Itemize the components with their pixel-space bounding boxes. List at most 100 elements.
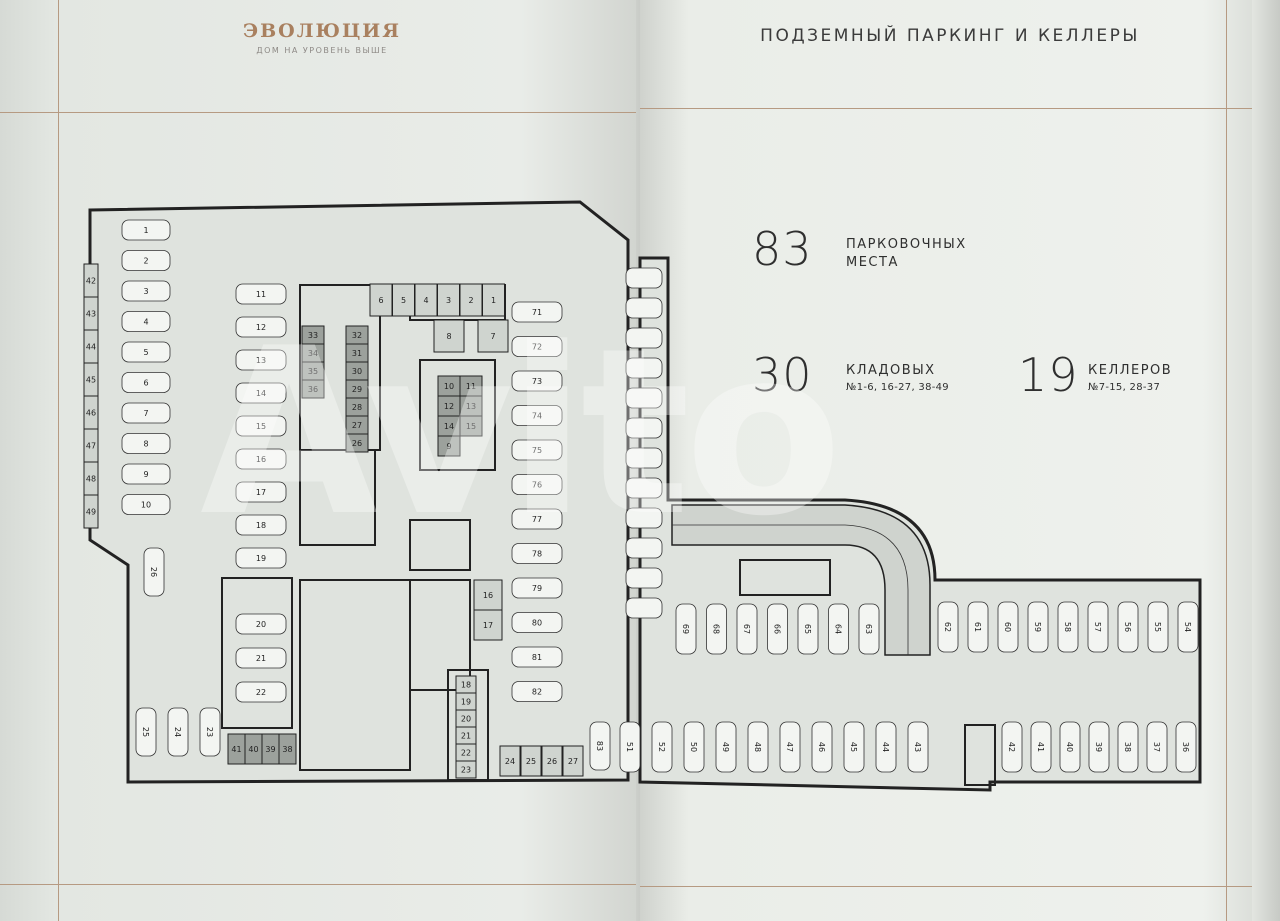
parking-spot-80: 80	[511, 612, 563, 633]
svg-text:41: 41	[231, 745, 241, 754]
svg-text:3: 3	[143, 287, 148, 296]
svg-text:76: 76	[532, 481, 542, 490]
stat-parking: 83 ПАРКОВОЧНЫХ МЕСТА	[752, 222, 965, 276]
svg-text:46: 46	[86, 409, 96, 418]
right-bottom-rule	[640, 886, 1252, 887]
svg-text:62: 62	[943, 622, 952, 632]
svg-text:10: 10	[444, 382, 454, 391]
cellar-33: 33	[301, 325, 325, 345]
svg-text:49: 49	[86, 508, 96, 517]
svg-text:23: 23	[205, 727, 214, 737]
parking-spot-51: 51	[619, 721, 641, 773]
parking-spot-17: 17	[235, 481, 287, 503]
storage-cell-43: 43	[83, 296, 99, 331]
stat-storage-detail: №1-6, 16-27, 38-49	[846, 382, 949, 393]
svg-text:42: 42	[1007, 742, 1016, 752]
svg-text:2: 2	[468, 296, 473, 305]
svg-text:69: 69	[681, 624, 690, 634]
storage-cell-20: 20	[455, 709, 477, 728]
parking-spot-25: 25	[135, 707, 157, 757]
svg-text:22: 22	[461, 749, 471, 758]
cellar-11: 11	[459, 375, 483, 397]
parking-spot-19: 19	[235, 547, 287, 569]
svg-text:4: 4	[423, 296, 428, 305]
brand-logo: ЭВОЛЮЦИЯ	[242, 20, 402, 42]
parking-spot-38: 38	[1117, 721, 1139, 773]
parking-spot-45: 45	[843, 721, 865, 773]
svg-text:22: 22	[256, 688, 266, 697]
storage-cell-6: 6	[369, 283, 393, 317]
svg-text:5: 5	[401, 296, 406, 305]
storage-cell-16: 16	[473, 579, 503, 611]
parking-spot-edge	[625, 597, 663, 619]
svg-text:46: 46	[817, 742, 826, 752]
svg-text:21: 21	[461, 732, 471, 741]
parking-spot-83: 83	[589, 721, 611, 771]
parking-spot-68: 68	[706, 603, 727, 655]
stat-parking-label-2: МЕСТА	[846, 255, 899, 270]
parking-spot-8: 8	[121, 433, 171, 454]
svg-text:40: 40	[248, 745, 258, 754]
storage-cell-7: 7	[477, 319, 509, 353]
svg-text:8: 8	[143, 440, 148, 449]
svg-text:47: 47	[785, 742, 794, 752]
parking-spot-23: 23	[199, 707, 221, 757]
parking-spot-73: 73	[511, 370, 563, 392]
storage-cell-48: 48	[83, 461, 99, 496]
svg-text:19: 19	[256, 554, 266, 563]
cellar-34: 34	[301, 343, 325, 363]
stat-parking-label-1: ПАРКОВОЧНЫХ	[846, 237, 967, 252]
page-title: ПОДЗЕМНЫЙ ПАРКИНГ И КЕЛЛЕРЫ	[760, 26, 1140, 46]
svg-text:9: 9	[143, 470, 148, 479]
svg-text:78: 78	[532, 550, 542, 559]
cellar-36: 36	[301, 379, 325, 399]
stat-parking-number: 83	[752, 222, 813, 276]
parking-spot-7: 7	[121, 402, 171, 424]
storage-cell-49: 49	[83, 494, 99, 529]
storage-cell-27: 27	[562, 745, 584, 777]
storage-cell-25: 25	[520, 745, 542, 777]
svg-text:36: 36	[1181, 742, 1190, 752]
storage-cell-8: 8	[433, 319, 465, 353]
svg-text:23: 23	[461, 766, 471, 775]
parking-spot-47: 47	[779, 721, 801, 773]
stat-storage-label: КЛАДОВЫХ	[846, 363, 936, 378]
svg-text:3: 3	[446, 296, 451, 305]
left-margin-rule	[58, 0, 59, 921]
svg-text:75: 75	[532, 446, 542, 455]
parking-spot-11: 11	[235, 283, 287, 305]
storage-cell-4: 4	[414, 283, 438, 317]
svg-text:32: 32	[352, 331, 362, 340]
svg-text:28: 28	[352, 403, 362, 412]
stat-cellars: 19 КЕЛЛЕРОВ №7-15, 28-37	[1018, 348, 1171, 402]
svg-text:45: 45	[86, 376, 96, 385]
cellar-15: 15	[459, 415, 483, 437]
svg-text:15: 15	[466, 422, 476, 431]
parking-spot-60: 60	[997, 601, 1019, 653]
parking-spot-76: 76	[511, 474, 563, 495]
parking-spot-edge	[625, 417, 663, 439]
storage-cell-19: 19	[455, 692, 477, 711]
svg-text:48: 48	[753, 742, 762, 752]
cellar-12: 12	[437, 395, 461, 417]
svg-text:6: 6	[378, 296, 383, 305]
storage-cell-42: 42	[83, 263, 99, 298]
parking-spot-24: 24	[167, 707, 189, 757]
svg-text:34: 34	[308, 349, 318, 358]
svg-text:19: 19	[461, 698, 471, 707]
cellar-27: 27	[345, 415, 369, 435]
parking-spot-edge	[625, 567, 663, 589]
parking-spot-13: 13	[235, 349, 287, 371]
storage-cell-1: 1	[482, 283, 505, 317]
svg-text:42: 42	[86, 277, 96, 286]
parking-spot-20: 20	[235, 613, 287, 635]
svg-text:15: 15	[256, 422, 266, 431]
parking-spot-46: 46	[811, 721, 833, 773]
svg-text:47: 47	[86, 442, 96, 451]
svg-text:82: 82	[532, 688, 542, 697]
parking-spot-edge	[625, 267, 663, 289]
svg-text:80: 80	[532, 619, 542, 628]
svg-text:25: 25	[141, 727, 150, 737]
svg-text:26: 26	[352, 439, 362, 448]
right-top-rule	[640, 108, 1252, 109]
